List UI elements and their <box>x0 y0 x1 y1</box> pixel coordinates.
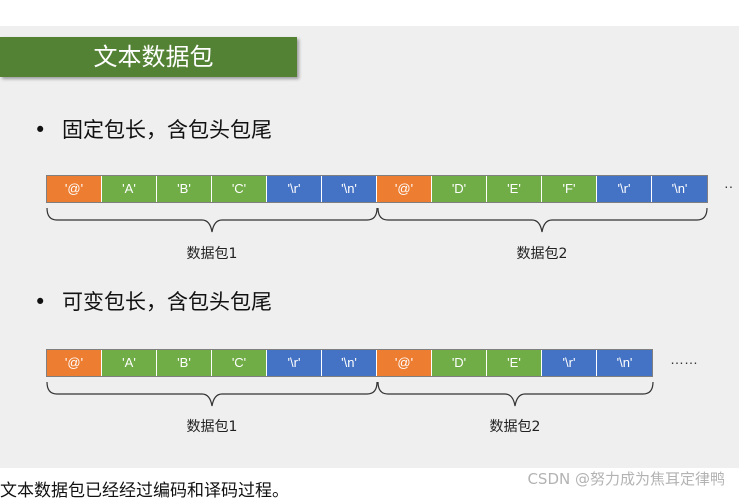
packet-label-2: 数据包2 <box>516 246 568 262</box>
caption-text: 文本数据包已经经过编码和译码过程。 <box>0 481 289 501</box>
byte-cell: 'A' <box>102 350 157 376</box>
byte-cell: 'F' <box>542 176 597 202</box>
byte-cell: '\n' <box>597 350 652 376</box>
byte-cell: 'B' <box>157 176 212 202</box>
bullet-marker: • <box>34 290 47 314</box>
byte-cell: '@' <box>377 176 432 202</box>
slide-background <box>0 26 739 468</box>
heading-text: 可变包长，含包头包尾 <box>62 290 272 314</box>
watermark: CSDN @努力成为焦耳定律鸭 <box>527 470 725 488</box>
byte-cell: '\r' <box>542 350 597 376</box>
bullet-marker: • <box>34 118 47 142</box>
byte-cell: 'E' <box>487 350 542 376</box>
packet-label-1: 数据包1 <box>186 419 238 435</box>
byte-cell: 'C' <box>212 350 267 376</box>
byte-cell: '@' <box>377 350 432 376</box>
packet-label-2: 数据包2 <box>489 419 541 435</box>
byte-cell: 'A' <box>102 176 157 202</box>
section-heading-fixed: • 固定包长，含包头包尾 <box>34 114 272 144</box>
ellipsis: …… <box>670 351 698 367</box>
byte-cell: '\r' <box>267 350 322 376</box>
byte-cell: '@' <box>47 350 102 376</box>
packet-label-1: 数据包1 <box>186 246 238 262</box>
byte-cell: 'E' <box>487 176 542 202</box>
byte-cell: 'C' <box>212 176 267 202</box>
byte-cell: '\r' <box>267 176 322 202</box>
byte-cell: 'D' <box>432 176 487 202</box>
slide-title: 文本数据包 <box>0 37 297 77</box>
byte-strip-variable: '@''A''B''C''\r''\n''@''D''E''\r''\n' <box>46 349 653 377</box>
byte-cell: '\n' <box>322 176 377 202</box>
byte-cell: '\n' <box>322 350 377 376</box>
byte-cell: '\n' <box>652 176 707 202</box>
byte-cell: 'D' <box>432 350 487 376</box>
byte-cell: 'B' <box>157 350 212 376</box>
heading-text: 固定包长，含包头包尾 <box>62 118 272 142</box>
ellipsis: ·· <box>724 178 734 194</box>
byte-cell: '@' <box>47 176 102 202</box>
section-heading-variable: • 可变包长，含包头包尾 <box>34 286 272 316</box>
byte-cell: '\r' <box>597 176 652 202</box>
byte-strip-fixed: '@''A''B''C''\r''\n''@''D''E''F''\r''\n' <box>46 175 708 203</box>
